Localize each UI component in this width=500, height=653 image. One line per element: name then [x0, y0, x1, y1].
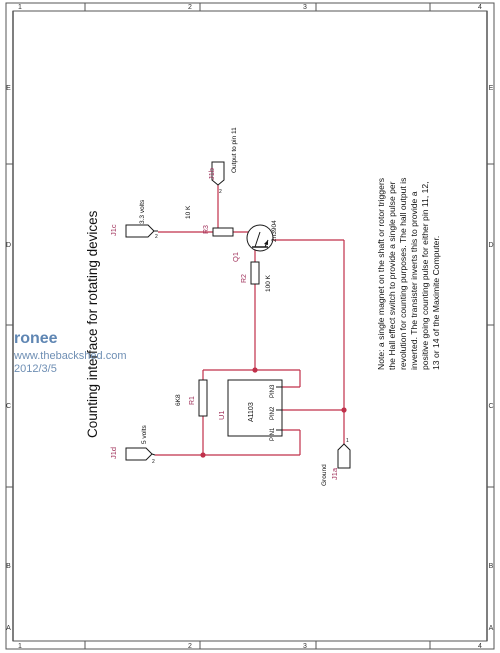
diagram-title: Counting interface for rotating devices: [85, 210, 100, 438]
sheet-frame: [5, 2, 495, 650]
pin-mark-j1d: 2: [152, 459, 155, 465]
note-line-5: positive going counting pulse for either…: [420, 181, 430, 370]
connector-j1b-label: Output to pin 11: [231, 127, 238, 173]
transistor-q1-ref: Q1: [231, 252, 240, 262]
ic-u1-pin3: PIN3: [270, 384, 276, 398]
zone-letter-c-right: C: [488, 403, 493, 410]
resistor-r2: R2 100 K: [241, 261, 272, 292]
junction-r2: [252, 367, 258, 373]
connector-j1c-ref: J1c: [109, 224, 118, 236]
zone-number-4: 4: [478, 4, 482, 11]
connector-j1b: J1b Output to pin 11 2: [207, 127, 238, 195]
note-line-3: revolution for counting purposes. The ha…: [398, 178, 408, 370]
note-line-6: 13 or 14 of the Maximite Computer.: [431, 236, 441, 370]
ic-u1: U1 A1103 PIN3 PIN2 PIN1: [217, 379, 283, 441]
watermark-date: 2012/3/5: [14, 363, 57, 375]
note-line-2: the Hall effect switch to provide a sing…: [387, 181, 397, 370]
resistor-r2-ref: R2: [241, 274, 248, 283]
zone-numbers-bottom: 1 2 3 4: [18, 643, 482, 650]
junction-5v: [200, 452, 206, 458]
connector-j1d-label: 5 volts: [141, 424, 148, 444]
zone-number-3-bottom: 3: [303, 643, 307, 650]
zone-letters-left: E D C B A: [6, 85, 11, 632]
resistor-r2-value: 100 K: [265, 274, 272, 292]
zone-letter-c: C: [6, 403, 11, 410]
pin-mark-j1a: 1: [346, 438, 349, 444]
note-line-1: Note: a single magnet on the shaft or ro…: [376, 178, 386, 370]
zone-number-3: 3: [303, 4, 307, 11]
ic-u1-pin1: PIN1: [270, 427, 276, 441]
resistor-r1-value: 6K8: [175, 394, 182, 406]
connector-j1b-ref: J1b: [207, 168, 216, 180]
resistor-r1-ref: R1: [189, 396, 196, 405]
resistor-r3-value: 10 K: [185, 205, 192, 219]
pin-mark-j1b: 2: [219, 189, 222, 195]
ic-u1-value: A1103: [248, 402, 255, 422]
zone-letter-b-right: B: [489, 563, 494, 570]
transistor-q1: Q1 2n3904: [231, 220, 278, 262]
junction-ground: [341, 407, 347, 413]
resistor-r1: R1 6K8: [175, 379, 208, 417]
connector-j1c-label: 3.3 volts: [139, 199, 146, 224]
connector-j1a: J1a Ground 1: [321, 438, 351, 486]
zone-letter-e-right: E: [489, 85, 494, 92]
connector-j1a-label: Ground: [321, 464, 328, 486]
zone-number-4-bottom: 4: [478, 643, 482, 650]
watermark-site: www.thebackshed.com: [14, 350, 127, 362]
transistor-q1-value: 2n3904: [271, 220, 278, 242]
connector-j1d: J1d 5 volts 2: [109, 424, 156, 465]
zone-letter-b: B: [6, 563, 11, 570]
zone-number-2: 2: [188, 4, 192, 11]
watermark-name: ronee: [14, 330, 58, 347]
note-block: Note: a single magnet on the shaft or ro…: [376, 178, 441, 370]
connector-j1a-ref: J1a: [330, 467, 339, 480]
zone-number-1: 1: [18, 4, 22, 11]
resistor-r3-ref: R3: [203, 225, 210, 234]
zone-letter-a: A: [6, 625, 11, 632]
note-line-4: inverted. The transister inverts this to…: [409, 191, 419, 370]
zone-letter-a-right: A: [489, 625, 494, 632]
zone-letter-d: D: [6, 242, 11, 249]
ic-u1-ref: U1: [217, 410, 226, 420]
zone-letter-e: E: [6, 85, 11, 92]
zone-number-1-bottom: 1: [18, 643, 22, 650]
zone-number-2-bottom: 2: [188, 643, 192, 650]
ic-u1-pin2: PIN2: [270, 406, 276, 420]
zone-letters-right: E D C B A: [488, 85, 493, 632]
zone-letter-d-right: D: [488, 242, 493, 249]
pin-mark-j1c: 2: [155, 234, 158, 240]
connector-j1c: J1c 3.3 volts 2: [109, 199, 158, 240]
resistor-r3: R3 10 K: [185, 205, 234, 237]
zone-numbers-top: 1 2 3 4: [18, 4, 482, 11]
connector-j1d-ref: J1d: [109, 447, 118, 459]
